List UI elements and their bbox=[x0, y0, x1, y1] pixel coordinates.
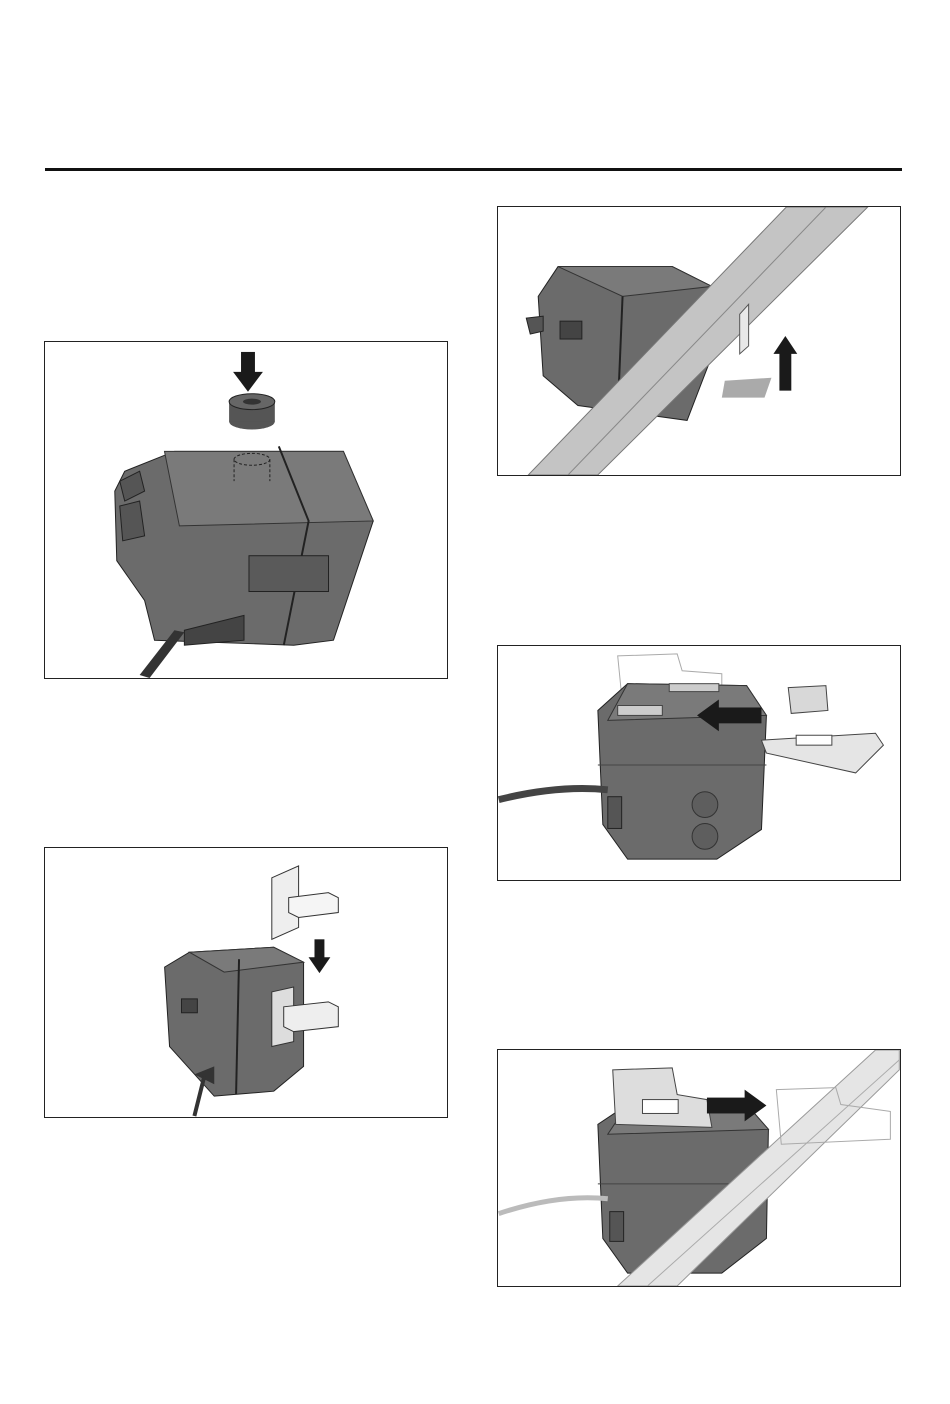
up-arrow-icon bbox=[773, 336, 797, 391]
device-body bbox=[115, 446, 373, 678]
slide-bracket bbox=[761, 686, 883, 773]
slide-bracket bbox=[613, 1068, 712, 1127]
down-arrow-icon bbox=[233, 352, 263, 392]
device-illustration-3 bbox=[498, 207, 900, 475]
device-illustration-5 bbox=[498, 1050, 900, 1286]
device-body bbox=[165, 947, 339, 1116]
rubber-foot bbox=[229, 394, 275, 430]
device-illustration-2 bbox=[45, 848, 447, 1117]
illustration-slide-bracket-off bbox=[497, 1049, 901, 1287]
illustration-rubber-foot bbox=[44, 341, 448, 679]
down-arrow-icon bbox=[309, 939, 331, 973]
header-rule bbox=[45, 168, 902, 171]
illustration-slide-bracket-on bbox=[497, 645, 901, 881]
bracket-upper bbox=[272, 866, 339, 939]
device-illustration-4 bbox=[498, 646, 900, 880]
illustration-rail-clip bbox=[497, 206, 901, 476]
device-illustration-1 bbox=[45, 342, 447, 678]
illustration-bracket-insert bbox=[44, 847, 448, 1118]
